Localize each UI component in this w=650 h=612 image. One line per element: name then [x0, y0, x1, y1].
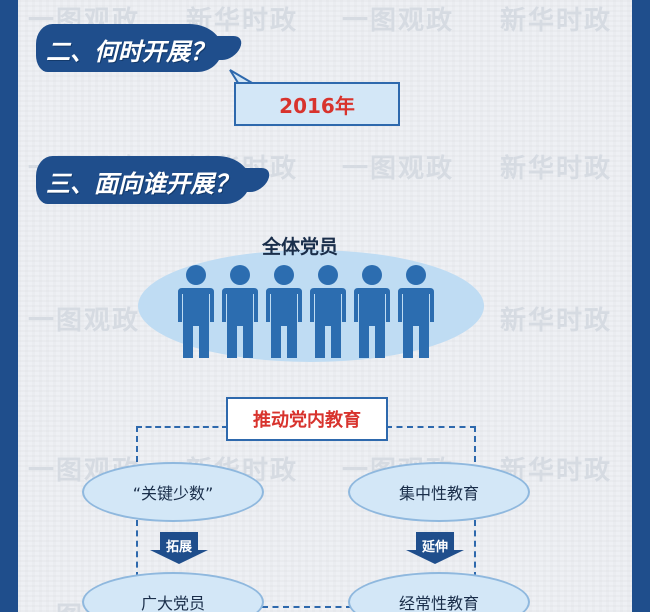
- node-key-minority: “关键少数”: [82, 462, 264, 522]
- person-icon: [396, 264, 436, 364]
- group-label: 全体党员: [262, 236, 339, 258]
- section-heading-brush: [36, 156, 250, 204]
- extend-arrow: 延伸: [406, 532, 464, 564]
- person-icon: [308, 264, 348, 364]
- node-concentrated-education: 集中性教育: [348, 462, 530, 522]
- connector-line: [262, 606, 352, 608]
- node-regular-education: 经常性教育: [348, 572, 530, 612]
- section-heading-brush: [36, 24, 222, 72]
- expand-arrow: 拓展: [150, 532, 208, 564]
- connector-line: [136, 426, 228, 428]
- watermark: 新华时政: [500, 154, 613, 184]
- connector-line: [136, 426, 138, 472]
- person-icon: [352, 264, 392, 364]
- down-arrow-icon: [150, 532, 208, 564]
- watermark: 新华时政: [500, 6, 613, 36]
- infographic-panel: 一图观政 新华时政 一图观政 新华时政 一图观政 新华时政 一图观政 新华时政 …: [18, 0, 632, 612]
- connector-line: [136, 520, 138, 578]
- watermark: 新华时政: [500, 306, 613, 336]
- section-heading-who: 三、面向谁开展？: [46, 170, 238, 198]
- watermark: 一图观政: [28, 306, 141, 336]
- connector-line: [386, 426, 476, 428]
- person-icon: [264, 264, 304, 364]
- watermark: 一图观政: [342, 154, 455, 184]
- connector-line: [474, 520, 476, 578]
- person-icon: [176, 264, 216, 364]
- down-arrow-icon: [406, 532, 464, 564]
- arrow-label: 拓展: [165, 540, 192, 555]
- top-goal-box: 推动党内教育: [226, 397, 388, 441]
- connector-line: [474, 426, 476, 472]
- answer-bubble: 2016年: [234, 82, 400, 126]
- arrow-label: 延伸: [421, 540, 448, 555]
- section-heading-when: 二、何时开展？: [46, 38, 214, 66]
- node-all-members: 广大党员: [82, 572, 264, 612]
- person-icon: [220, 264, 260, 364]
- watermark: 一图观政: [342, 6, 455, 36]
